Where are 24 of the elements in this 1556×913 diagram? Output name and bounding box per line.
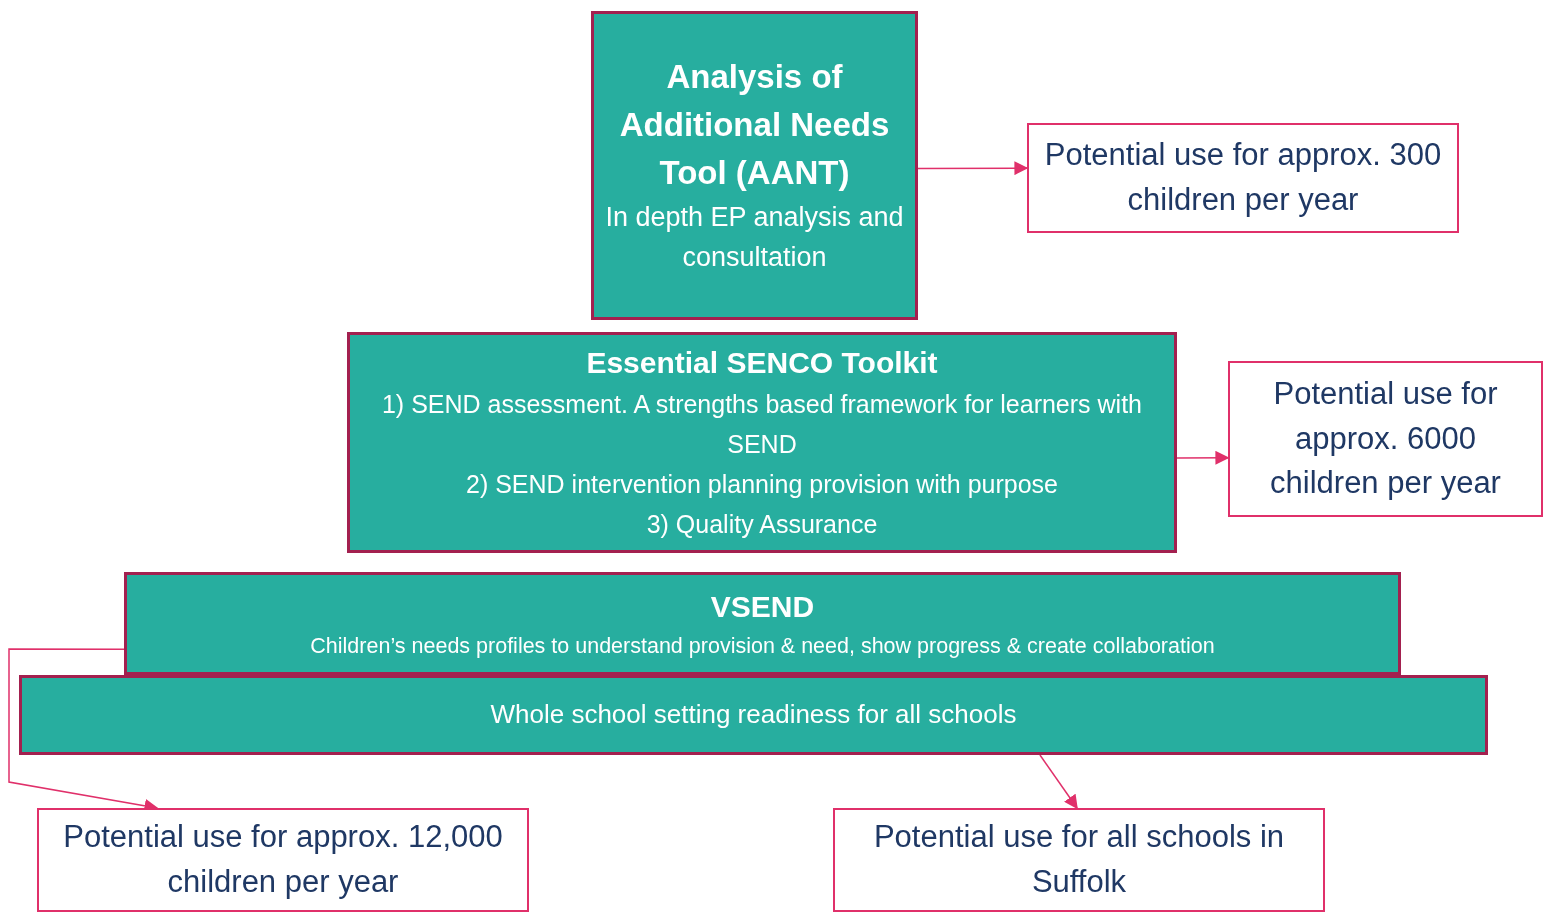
arrow	[1039, 754, 1078, 810]
node-title: Analysis of Additional Needs Tool (AANT)	[618, 57, 891, 193]
arrow	[917, 161, 1029, 176]
list-item: 3) Quality Assurance	[646, 508, 878, 540]
list-item: 1) SEND assessment. A strengths based framework for learners with SEND	[380, 388, 1143, 460]
node-description: In depth EP analysis and consultation	[604, 200, 905, 275]
note-box	[37, 808, 529, 912]
note-box	[833, 808, 1325, 912]
node-title: VSEND	[710, 588, 815, 625]
tier-box	[591, 11, 918, 320]
arrow	[1176, 450, 1230, 465]
node-text: Whole school setting readiness for all schools	[490, 698, 1017, 732]
note-text: Potential use for approx. 300 children per year	[1043, 136, 1443, 219]
note-text: Potential use for all schools in Suffolk	[872, 818, 1286, 901]
tier-box	[124, 572, 1401, 675]
note-box	[1027, 123, 1459, 233]
list-item: 2) SEND intervention planning provision with purpose	[466, 468, 1058, 500]
node-title: Essential SENCO Toolkit	[586, 344, 938, 381]
tier-box	[347, 332, 1177, 553]
note-box	[1228, 361, 1543, 517]
note-text: Potential use for approx. 12,000 children per year	[62, 818, 504, 901]
note-text: Potential use for approx. 6000 children per year	[1269, 374, 1502, 503]
node-description: Children’s needs profiles to understand provision & need, show progress & create collaboration	[310, 632, 1215, 660]
tier-box	[19, 675, 1488, 755]
